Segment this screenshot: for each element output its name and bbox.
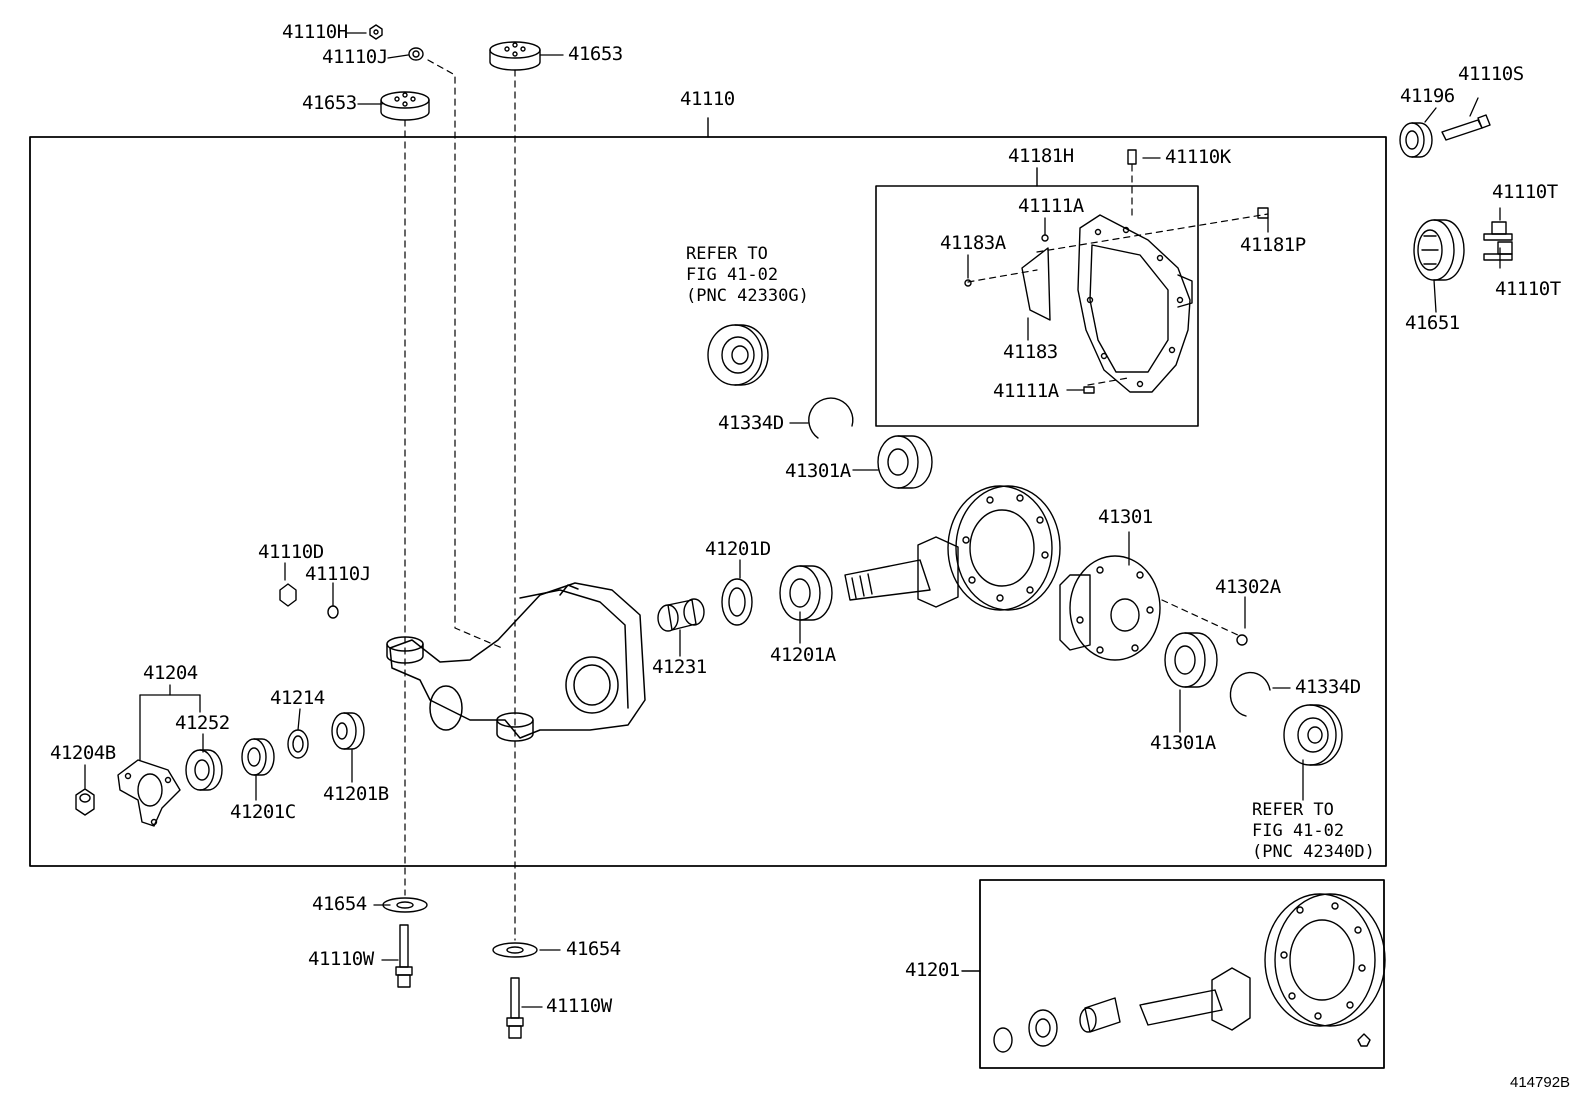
plug-41302A xyxy=(1236,634,1248,646)
snap-ring-41334D-left xyxy=(808,397,854,439)
spacer-41231 xyxy=(657,598,705,632)
label-41653-top: 41653 xyxy=(568,43,623,65)
oil-seal-42330G xyxy=(707,324,769,386)
label-41110S: 41110S xyxy=(1458,63,1524,85)
bearing-41301A-bot xyxy=(1164,632,1218,688)
label-41110D: 41110D xyxy=(258,541,324,563)
mount-bushing-41653-left xyxy=(380,91,430,121)
mount-bushing-41653-top xyxy=(489,41,541,71)
plug-41183A xyxy=(964,279,972,287)
washer-41214 xyxy=(287,729,309,759)
label-41110J-mid: 41110J xyxy=(305,563,371,585)
reference-note-bottom-line1: REFER TO xyxy=(1252,800,1334,820)
label-41110W-right: 41110W xyxy=(546,995,612,1017)
pin-41111A-top xyxy=(1041,234,1049,242)
label-41214: 41214 xyxy=(270,687,325,709)
label-41181P: 41181P xyxy=(1240,234,1306,256)
label-41183: 41183 xyxy=(1003,341,1058,363)
bearing-41201B xyxy=(331,712,365,750)
label-41301: 41301 xyxy=(1098,506,1153,528)
flange-41204 xyxy=(117,759,181,827)
label-41654-right: 41654 xyxy=(566,938,621,960)
bolt-41110W-left xyxy=(395,924,413,988)
bolt-41110S xyxy=(1441,114,1491,141)
shim-41201D xyxy=(721,578,753,626)
leader-lines xyxy=(84,32,1501,1008)
label-41110W-left: 41110W xyxy=(308,948,374,970)
gasket-41110J-mid xyxy=(327,605,339,619)
oil-seal-42340D xyxy=(1283,704,1343,766)
label-41110T-a: 41110T xyxy=(1492,181,1558,203)
label-41196: 41196 xyxy=(1400,85,1455,107)
gasket-41110J-top xyxy=(408,47,424,61)
label-41110H: 41110H xyxy=(282,21,348,43)
gear-kit-frame-41201 xyxy=(979,879,1385,1069)
small-parts-cover xyxy=(964,149,1269,394)
pin-41111A-bot xyxy=(1083,386,1095,394)
gasket-41183 xyxy=(1021,247,1051,321)
label-41201C: 41201C xyxy=(230,801,296,823)
washer-41654-right xyxy=(492,942,538,958)
label-41204B: 41204B xyxy=(50,742,116,764)
bearing-41201C xyxy=(241,738,275,776)
label-41334D-right: 41334D xyxy=(1295,676,1361,698)
mount-41651 xyxy=(1413,219,1465,281)
label-41302A: 41302A xyxy=(1215,576,1281,598)
label-41651: 41651 xyxy=(1405,312,1460,334)
label-41653-left: 41653 xyxy=(302,92,357,114)
bolt-41110D xyxy=(279,583,297,607)
bearing-41301A-top xyxy=(877,435,933,489)
label-41201: 41201 xyxy=(905,959,960,981)
label-41231: 41231 xyxy=(652,656,707,678)
diff-carrier-housing xyxy=(386,582,646,742)
reference-note-top-line3: (PNC 42330G) xyxy=(686,286,809,306)
label-41252: 41252 xyxy=(175,712,230,734)
label-41201B: 41201B xyxy=(323,783,389,805)
bolt-41110W-right xyxy=(506,977,524,1039)
gear-kit-contents xyxy=(993,893,1386,1053)
label-41110J-top: 41110J xyxy=(322,46,388,68)
reference-note-top-line2: FIG 41-02 xyxy=(686,265,779,285)
bearing-41196 xyxy=(1399,122,1433,158)
diff-case-41301 xyxy=(1059,555,1161,661)
label-41181H: 41181H xyxy=(1008,145,1074,167)
label-41110T-b: 41110T xyxy=(1495,278,1561,300)
label-41654-left: 41654 xyxy=(312,893,367,915)
reference-note-top-line1: REFER TO xyxy=(686,244,768,264)
snap-ring-41334D-right xyxy=(1229,671,1271,717)
label-41110K: 41110K xyxy=(1165,146,1231,168)
alignment-lines xyxy=(404,59,1269,941)
label-41201D: 41201D xyxy=(705,538,771,560)
label-41301A-top: 41301A xyxy=(785,460,851,482)
reference-note-top: REFER TO FIG 41-02 (PNC 42330G) xyxy=(686,244,809,307)
label-41204: 41204 xyxy=(143,662,198,684)
seal-41252 xyxy=(185,749,223,791)
bolt-41110T-a xyxy=(1483,221,1513,241)
label-41111A-top: 41111A xyxy=(1018,195,1084,217)
diagram-id: 414792B xyxy=(1510,1074,1571,1091)
rear-cover xyxy=(1077,214,1193,393)
breather-41110K xyxy=(1127,149,1137,165)
reference-note-bottom-line3: (PNC 42340D) xyxy=(1252,842,1375,862)
bolt-41110T-b xyxy=(1483,241,1513,261)
ring-gear-pinion xyxy=(844,485,1061,611)
washer-41654-left xyxy=(382,897,428,913)
label-41201A: 41201A xyxy=(770,644,836,666)
reference-note-bottom-line2: FIG 41-02 xyxy=(1252,821,1345,841)
label-41111A-bot: 41111A xyxy=(993,380,1059,402)
plug-41110H xyxy=(369,24,383,40)
bolt-41181P xyxy=(1257,207,1269,219)
bearing-41201A xyxy=(779,565,833,621)
label-41334D-left: 41334D xyxy=(718,412,784,434)
label-41301A-bot: 41301A xyxy=(1150,732,1216,754)
label-41183A: 41183A xyxy=(940,232,1006,254)
label-41110: 41110 xyxy=(680,88,735,110)
reference-note-bottom: REFER TO FIG 41-02 (PNC 42340D) xyxy=(1252,800,1375,863)
nut-41204B xyxy=(75,788,95,816)
